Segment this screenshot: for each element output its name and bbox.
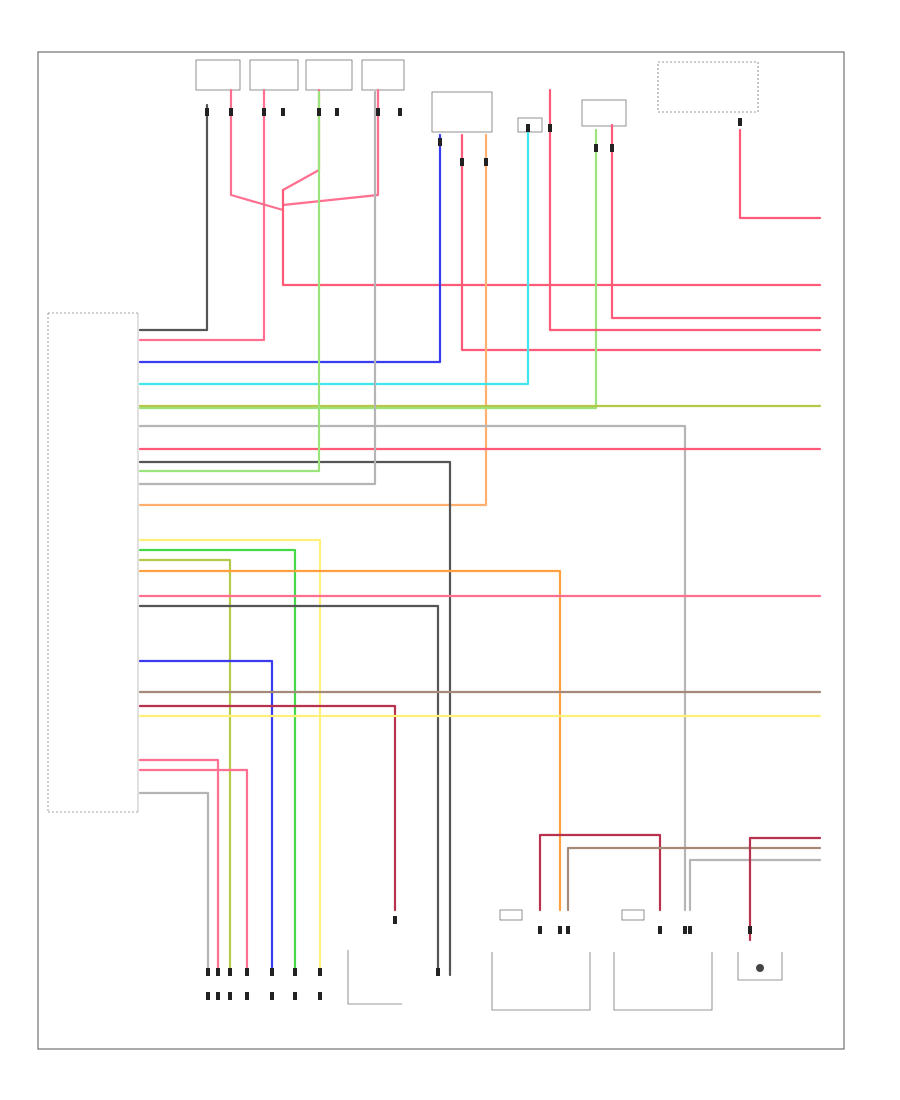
wire-darkred-29 (138, 704, 397, 912)
top-sensor-group (195, 59, 759, 133)
ecm-block (47, 312, 139, 813)
connector-pin-31 (393, 916, 397, 924)
wire-olive-23 (138, 558, 232, 977)
connector-pin-28 (270, 992, 274, 1000)
connector-pin-23 (318, 968, 322, 976)
connector-pin-38 (688, 926, 692, 934)
sensor-box-4 (361, 59, 405, 91)
wire-orange-24 (138, 569, 562, 912)
wire-grey-33 (138, 791, 210, 977)
wires (138, 88, 822, 977)
connector-pin-13 (548, 124, 552, 132)
connector-pin-1 (205, 108, 209, 116)
wire-black-15 (138, 460, 452, 977)
ground-symbol (756, 964, 764, 972)
wire-grey-13 (138, 424, 687, 912)
ignition-box (657, 61, 759, 113)
diagram-frame (37, 51, 845, 1050)
connector-pin-36 (658, 926, 662, 934)
wire-brown-35 (566, 846, 822, 912)
connector-pin-30 (318, 992, 322, 1000)
wire-pink-32 (138, 768, 249, 977)
connector-pin-9 (438, 138, 442, 146)
wire-pink-3 (229, 88, 285, 212)
wire-pink-2 (138, 88, 266, 342)
wire-red-20 (738, 128, 822, 220)
connector-pin-19 (228, 968, 232, 976)
connector-pin-7 (376, 108, 380, 116)
wire-pink-5 (281, 88, 380, 207)
wire-black-1 (138, 103, 209, 332)
connector-pin-10 (460, 158, 464, 166)
connector-pin-39 (748, 926, 752, 934)
wire-pink-4 (281, 88, 321, 192)
connector-pin-25 (216, 992, 220, 1000)
knock-box-1 (491, 952, 591, 1011)
connector-pin-15 (610, 144, 614, 152)
connector-pin-26 (228, 992, 232, 1000)
knock-box-2 (613, 952, 713, 1011)
connector-pin-33 (538, 926, 542, 934)
wire-blue-27 (138, 659, 274, 977)
wire-red-18 (548, 88, 822, 332)
ground-box (737, 952, 783, 981)
connector-pin-17 (206, 968, 210, 976)
wire-grey-36 (688, 858, 822, 912)
connector-pin-2 (229, 108, 233, 116)
wire-green-22 (138, 548, 297, 977)
wire-lgreen-16 (138, 90, 321, 473)
connector-pin-5 (317, 108, 321, 116)
wire-red-8 (460, 133, 822, 352)
connector-pin-16 (738, 118, 742, 126)
sensor-box-green (581, 99, 627, 127)
wire-black-26 (138, 604, 440, 977)
sensor-box-2 (249, 59, 299, 91)
connector-pin-21 (270, 968, 274, 976)
sensor-box-1 (195, 59, 241, 91)
connectors (205, 108, 752, 1000)
connector-pin-32 (436, 968, 440, 976)
connector-pin-14 (594, 144, 598, 152)
wire-darkred-34 (538, 833, 662, 912)
connector-pin-3 (262, 108, 266, 116)
relay-box (431, 91, 493, 133)
wire-pink-31 (138, 758, 220, 977)
connector-pin-29 (293, 992, 297, 1000)
connector-pin-22 (293, 968, 297, 976)
connector-pin-34 (558, 926, 562, 934)
wire-yellow-21 (138, 538, 322, 977)
connector-pin-18 (216, 968, 220, 976)
wire-darkred-37 (748, 836, 822, 942)
knock-conn-2 (621, 909, 645, 921)
wire-cyan-10 (138, 128, 530, 386)
wire-lgreen-11 (138, 128, 598, 410)
connector-pin-11 (484, 158, 488, 166)
connector-pin-4 (281, 108, 285, 116)
connector-pin-37 (683, 926, 687, 934)
wire-red-19 (610, 123, 822, 320)
wire-grey-17 (138, 90, 377, 486)
knock-conn-1 (499, 909, 523, 921)
connector-pin-6 (335, 108, 339, 116)
switch-box-1 (347, 950, 402, 1005)
connector-pin-24 (206, 992, 210, 1000)
connector-pin-20 (245, 968, 249, 976)
wire-red-6 (281, 188, 822, 287)
bottom-component-group (347, 909, 783, 1011)
connector-pin-35 (566, 926, 570, 934)
connector-pin-27 (245, 992, 249, 1000)
connector-pin-8 (398, 108, 402, 116)
wire-blue-7 (138, 133, 442, 364)
sensor-box-3 (305, 59, 353, 91)
connector-pin-12 (526, 124, 530, 132)
wire-lorange-9 (138, 133, 488, 507)
